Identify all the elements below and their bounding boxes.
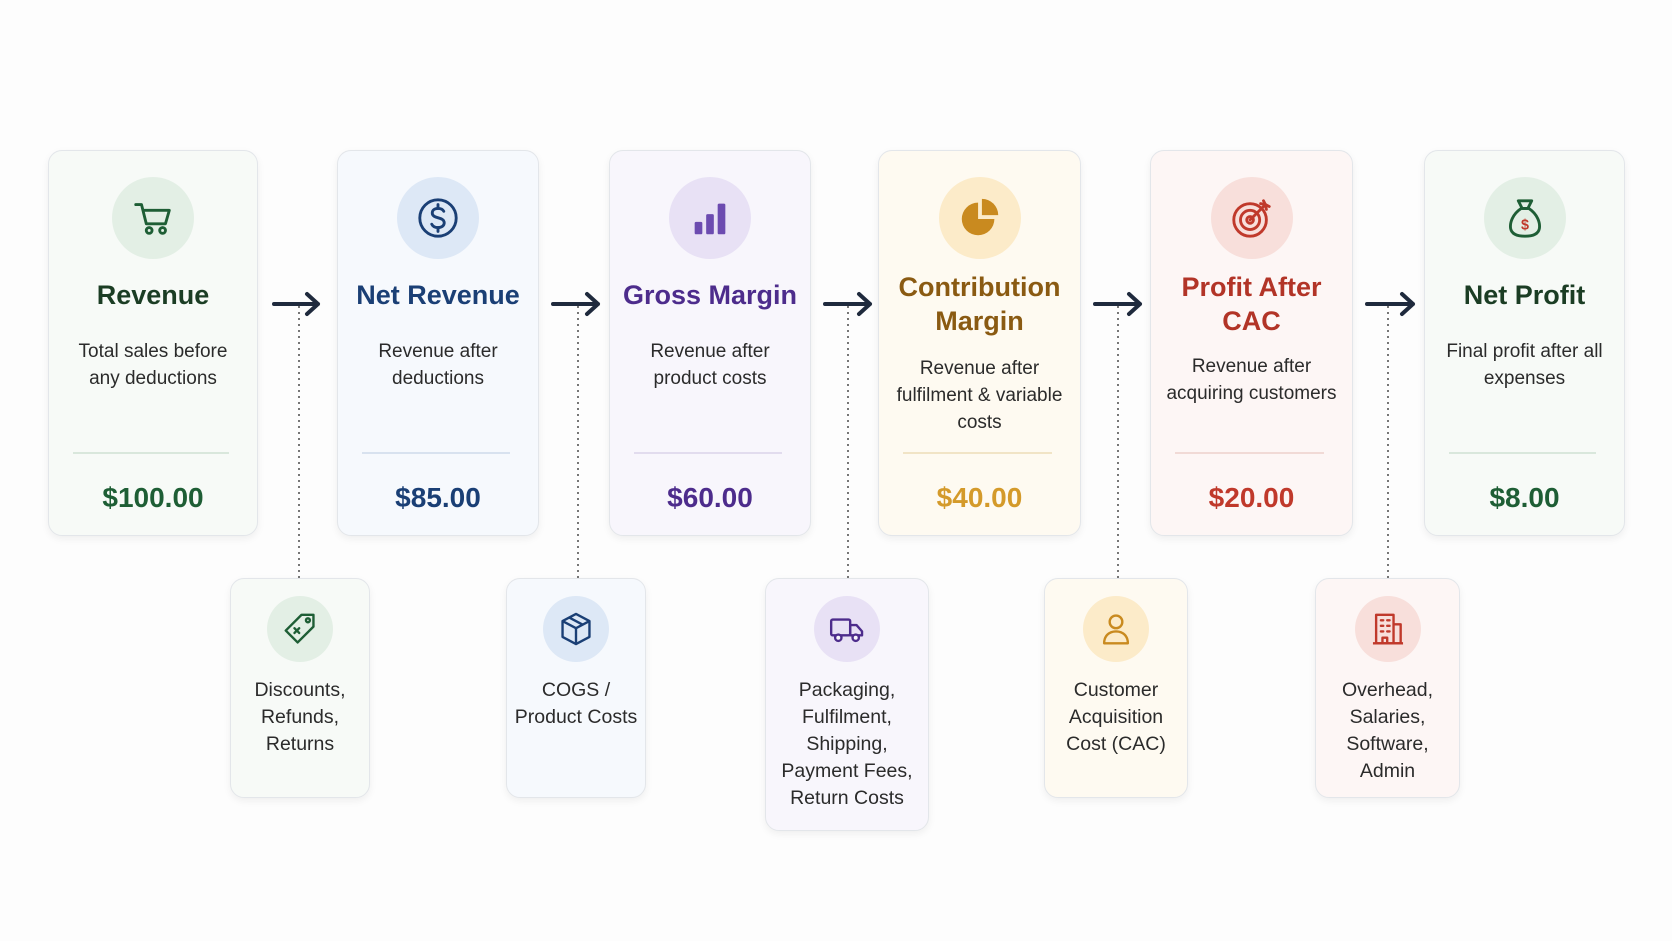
deduction-card-overhead: Overhead, Salaries, Software, Admin	[1315, 578, 1460, 798]
stage-card-contribution-margin: Contribution Margin Revenue after fulfil…	[878, 150, 1081, 536]
box-icon	[543, 596, 609, 662]
divider	[1449, 452, 1596, 454]
stage-title: Net Profit	[1463, 280, 1586, 310]
deduction-card-fulfilment: Packaging, Fulfilment, Shipping, Payment…	[765, 578, 929, 831]
delivery-truck-icon	[814, 596, 880, 662]
stage-description: Revenue after deductions	[378, 341, 498, 389]
divider	[634, 452, 782, 454]
stage-card-net-profit: $ Net Profit Final profit after all expe…	[1424, 150, 1625, 536]
divider	[73, 452, 229, 454]
divider	[903, 452, 1052, 454]
stage-card-profit-after-cac: Profit After CAC Revenue after acquiring…	[1150, 150, 1353, 536]
deduction-card-cogs: COGS / Product Costs	[506, 578, 646, 798]
deduction-label: Discounts, Refunds, Returns	[254, 679, 346, 755]
money-bag-icon: $	[1483, 177, 1566, 259]
stage-value: $40.00	[936, 482, 1023, 513]
stage-card-gross-margin: Gross Margin Revenue after product costs…	[609, 150, 811, 536]
bar-chart-icon	[669, 177, 751, 259]
stage-value: $100.00	[102, 482, 204, 513]
deduction-label: COGS / Product Costs	[514, 679, 638, 728]
stage-title: Net Revenue	[356, 280, 520, 310]
svg-text:$: $	[1521, 218, 1529, 234]
flow-arrow	[823, 292, 872, 316]
deduction-card-cac: Customer Acquisition Cost (CAC)	[1044, 578, 1188, 798]
flow-arrow	[551, 292, 600, 316]
stage-description: Total sales before any deductions	[78, 341, 228, 389]
deduction-label: Customer Acquisition Cost (CAC)	[1066, 679, 1166, 755]
stage-value: $60.00	[667, 482, 753, 513]
deduction-card-discounts: Discounts, Refunds, Returns	[230, 578, 370, 798]
stage-description: Revenue after fulfilment & variable cost…	[896, 358, 1063, 433]
stage-card-revenue: Revenue Total sales before any deduction…	[48, 150, 258, 536]
stage-value: $20.00	[1208, 482, 1295, 513]
stage-value: $85.00	[395, 482, 481, 513]
stage-value: $8.00	[1489, 482, 1560, 513]
divider	[1175, 452, 1324, 454]
price-tag-icon	[267, 596, 333, 662]
stage-title: Profit After CAC	[1181, 272, 1322, 336]
flow-arrow	[272, 292, 320, 316]
stage-title: Gross Margin	[622, 280, 798, 310]
stage-card-net-revenue: Net Revenue Revenue after deductions $85…	[337, 150, 539, 536]
target-icon	[1210, 177, 1293, 259]
deduction-label: Packaging, Fulfilment, Shipping, Payment…	[781, 679, 913, 809]
user-icon	[1083, 596, 1149, 662]
stage-description: Final profit after all expenses	[1446, 341, 1603, 389]
flow-arrow	[1365, 292, 1415, 316]
stage-title: Revenue	[96, 280, 210, 310]
shopping-cart-icon	[112, 177, 194, 259]
deduction-label: Overhead, Salaries, Software, Admin	[1341, 679, 1434, 782]
stage-title: Contribution Margin	[898, 272, 1061, 336]
office-building-icon	[1354, 596, 1421, 662]
flow-arrow	[1093, 292, 1142, 316]
dollar-circle-icon	[397, 177, 479, 259]
stage-description: Revenue after acquiring customers	[1166, 356, 1337, 404]
stage-description: Revenue after product costs	[650, 341, 770, 389]
pie-chart-icon	[938, 177, 1021, 259]
divider	[362, 452, 510, 454]
